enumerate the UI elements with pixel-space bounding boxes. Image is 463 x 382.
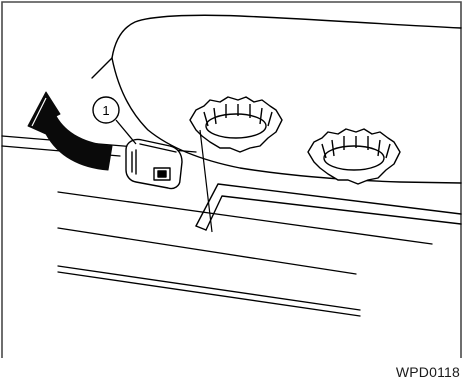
figure-code: WPD0118 bbox=[396, 365, 460, 379]
callout-leader bbox=[116, 120, 136, 144]
callout-number: 1 bbox=[102, 103, 109, 118]
panel-divider bbox=[200, 130, 212, 232]
support-rod bbox=[196, 184, 461, 230]
knurled-knob-left bbox=[190, 97, 282, 152]
latch-icon bbox=[126, 139, 182, 188]
illustration-frame bbox=[2, 2, 461, 358]
knurled-knob-right bbox=[308, 129, 400, 184]
